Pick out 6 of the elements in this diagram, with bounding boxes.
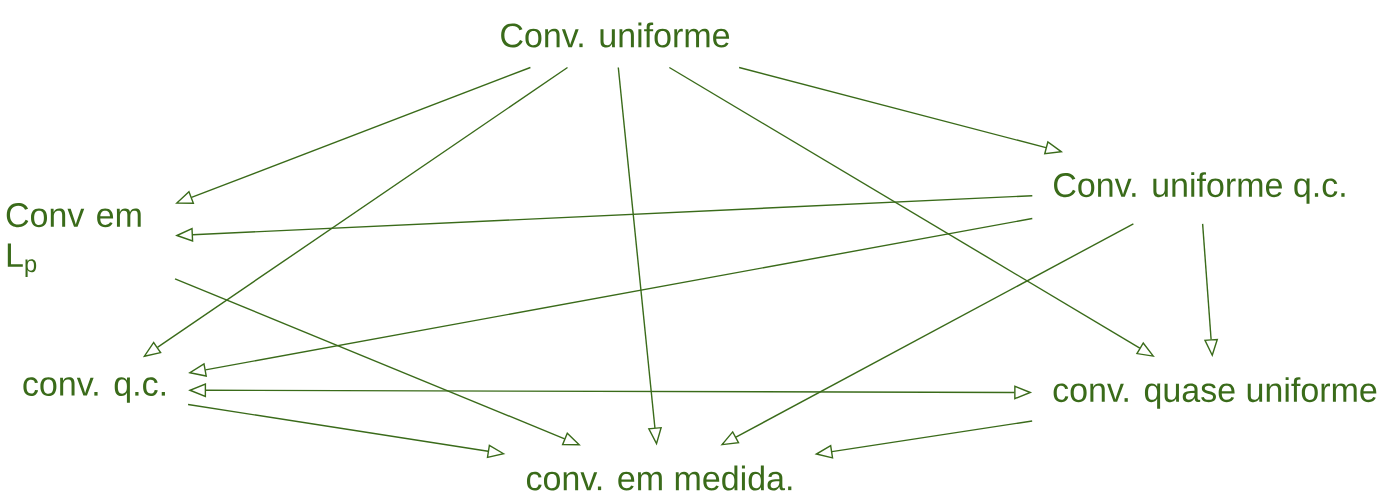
node-label: Conv. uniforme q.c. [1054,172,1345,204]
node-label: Conv em L$_{p}$ [6,203,141,277]
node-label: conv. q.c. [23,377,165,403]
node-label: Conv. uniforme [501,22,730,48]
node-label: conv. quase uniforme [1053,377,1377,409]
node-label: conv. em medida. [526,465,792,491]
